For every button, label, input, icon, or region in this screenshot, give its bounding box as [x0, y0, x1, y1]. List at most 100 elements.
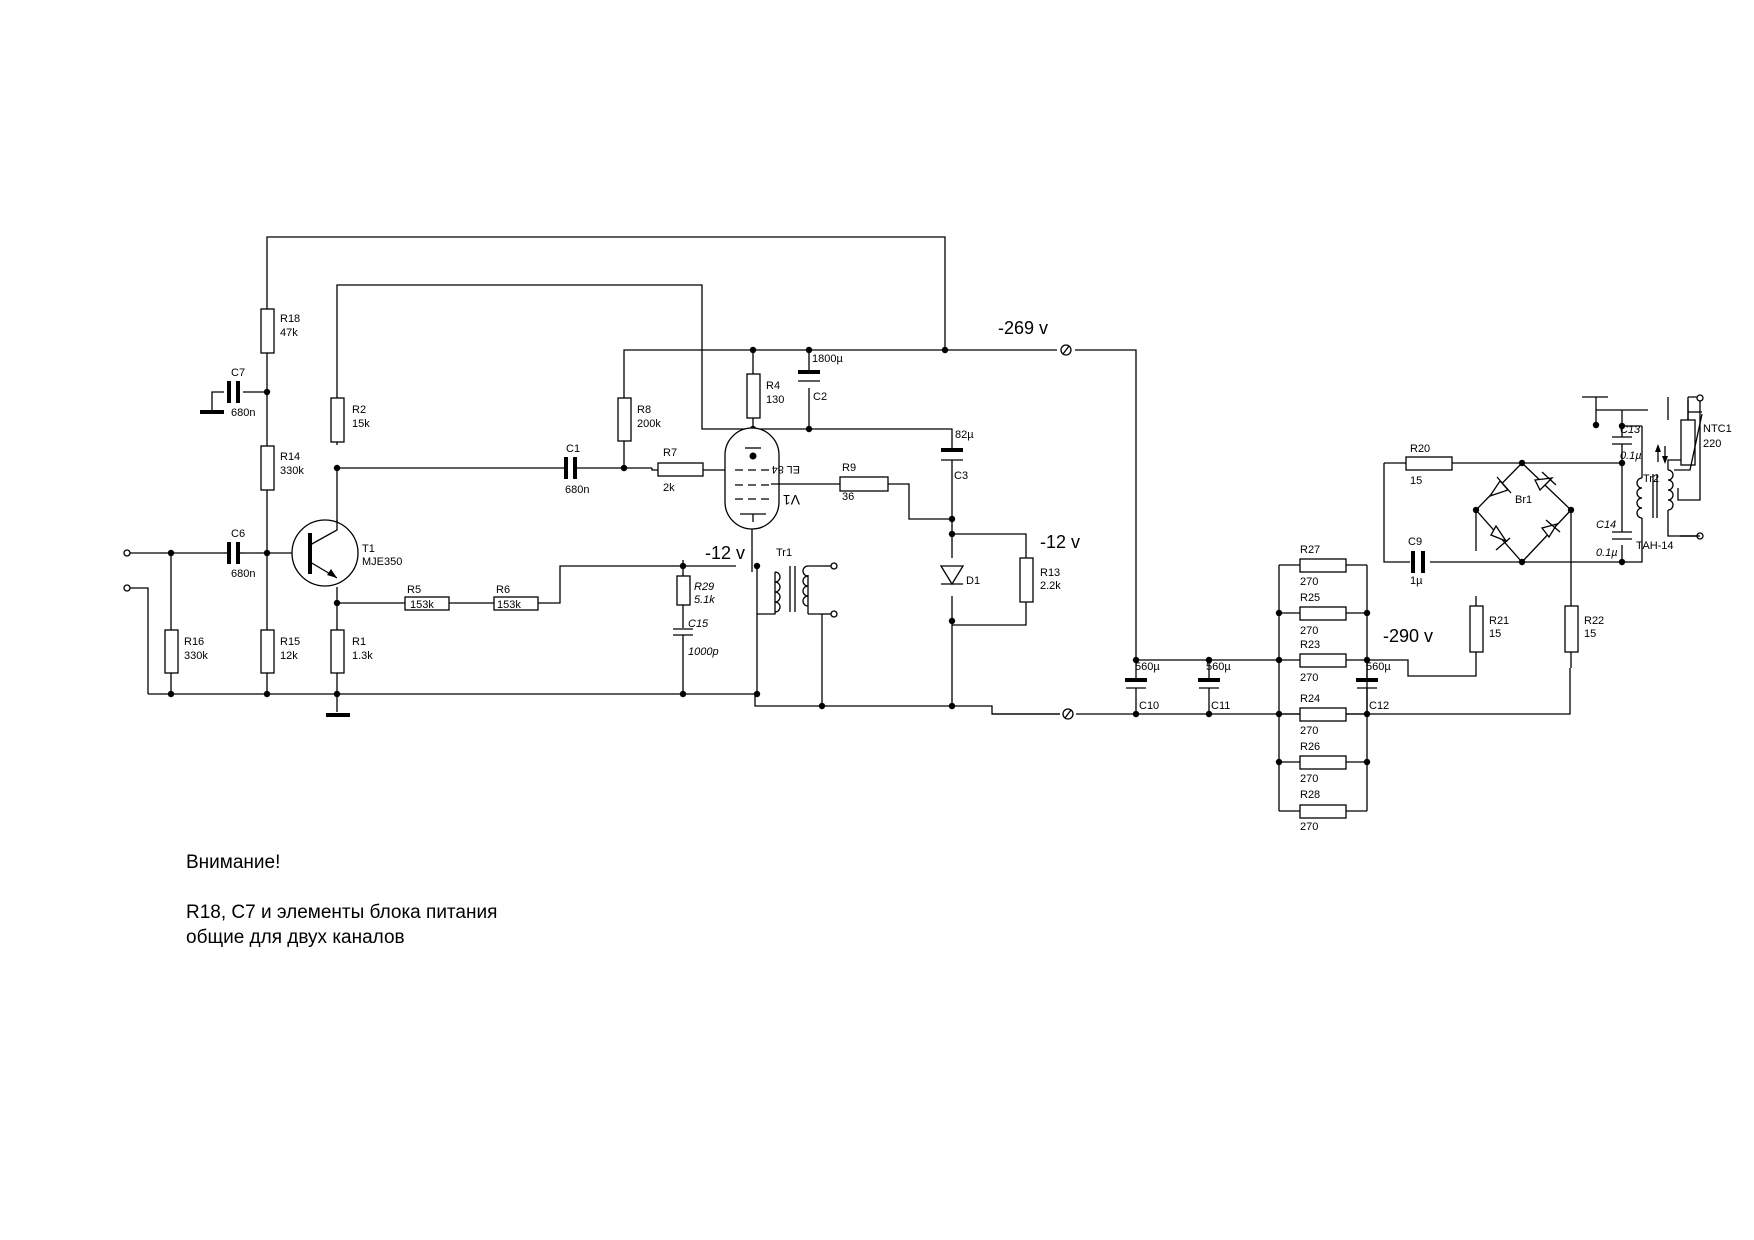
label-r21-ref: R21: [1489, 615, 1509, 627]
bridge-br1: [1475, 462, 1572, 563]
label-c12-ref: C12: [1369, 700, 1389, 712]
label-r16-ref: R16: [184, 636, 204, 648]
label-tr1-ref: Tr1: [776, 547, 792, 559]
label-r26-ref: R26: [1300, 741, 1320, 753]
label-r6-ref: R6: [496, 584, 510, 596]
label-c9-val: 1µ: [1410, 575, 1423, 587]
label-c6-ref: C6: [231, 528, 245, 540]
label-c14-ref: C14: [1596, 519, 1616, 531]
label-r24-ref: R24: [1300, 693, 1320, 705]
label-c6-val: 680n: [231, 568, 255, 580]
label-c14-val: 0.1µ: [1596, 547, 1618, 559]
voltage-label-269: -269 v: [998, 318, 1048, 338]
label-r1-val: 1.3k: [352, 650, 373, 662]
label-r2-ref: R2: [352, 404, 366, 416]
label-c12-val: 560µ: [1366, 661, 1391, 673]
label-r20-val: 15: [1410, 475, 1422, 487]
resistor-r21: [1469, 605, 1484, 653]
component-labels: R18 47k C7 680n R14 330k C6 680n R15 12k…: [184, 313, 1732, 833]
label-ntc1-val: 220: [1703, 438, 1721, 450]
resistor-r20: [1405, 456, 1453, 471]
capacitor-c6: [227, 542, 240, 564]
label-c1-ref: C1: [566, 443, 580, 455]
resistor-r18: [260, 308, 275, 354]
label-r20-ref: R20: [1410, 443, 1430, 455]
note-line-2: общие для двух каналов: [186, 927, 405, 948]
capacitor-c14: [1612, 531, 1632, 540]
label-r15-val: 12k: [280, 650, 298, 662]
label-r9-val: 36: [842, 491, 854, 503]
label-r16-val: 330k: [184, 650, 208, 662]
capacitors: [224, 365, 1632, 694]
label-r7-ref: R7: [663, 447, 677, 459]
label-c1-val: 680n: [565, 484, 589, 496]
capacitor-c1: [564, 457, 577, 479]
diode-d1: [939, 565, 965, 586]
label-c11-val: 560µ: [1206, 661, 1231, 673]
resistor-r22: [1564, 605, 1579, 653]
resistor-r7: [657, 462, 704, 477]
label-c3-ref: C3: [954, 470, 968, 482]
label-tr2-ref: Tr2: [1643, 473, 1659, 485]
resistor-r4: [746, 373, 761, 419]
transformer-tr2: [1636, 459, 1700, 537]
resistor-r2: [330, 397, 345, 443]
label-c9-ref: C9: [1408, 536, 1422, 548]
voltage-label-12-tube: -12 v: [705, 543, 745, 563]
voltage-label-290: -290 v: [1383, 626, 1433, 646]
ground-symbols: [200, 396, 1608, 717]
resistor-r9: [839, 476, 889, 492]
label-r22-ref: R22: [1584, 615, 1604, 627]
resistors: [164, 308, 1579, 819]
label-tr2-val: ТАН-14: [1636, 540, 1674, 552]
label-r28-val: 270: [1300, 821, 1318, 833]
label-t1-ref: T1: [362, 543, 375, 555]
label-r23-val: 270: [1300, 672, 1318, 684]
resistor-r26: [1299, 755, 1347, 770]
label-c10-val: 560µ: [1135, 661, 1160, 673]
voltage-labels: -269 v -12 v -12 v -290 v: [705, 318, 1433, 646]
label-c15-ref: C15: [688, 618, 709, 630]
transistor-t1: [291, 519, 359, 587]
label-r27-val: 270: [1300, 576, 1318, 588]
label-c15-val: 1000p: [688, 646, 719, 658]
resistor-r6: [493, 596, 539, 611]
label-r22-val: 15: [1584, 628, 1596, 640]
label-c3-val: 82µ: [955, 429, 974, 441]
resistor-r8: [617, 397, 632, 442]
voltage-label-12-cathode: -12 v: [1040, 532, 1080, 552]
resistor-r14: [260, 445, 275, 491]
label-ntc1-ref: NTC1: [1703, 423, 1732, 435]
label-r23-ref: R23: [1300, 639, 1320, 651]
label-r29-val: 5.1k: [694, 594, 715, 606]
label-v1-type: EL 84: [772, 463, 800, 475]
label-r29-ref: R29: [694, 581, 714, 593]
resistor-r5: [404, 596, 450, 611]
resistor-r28: [1299, 804, 1347, 819]
label-r14-val: 330k: [280, 465, 304, 477]
wires: [130, 236, 1702, 812]
resistor-r13: [1019, 557, 1034, 603]
label-r8-val: 200k: [637, 418, 661, 430]
label-r13-val: 2.2k: [1040, 580, 1061, 592]
resistor-r29: [676, 575, 691, 606]
capacitor-c15: [673, 628, 693, 636]
label-c2-val: 1800µ: [812, 353, 843, 365]
resistor-r25: [1299, 606, 1347, 621]
label-c11-ref: C11: [1211, 700, 1230, 712]
label-r8-ref: R8: [637, 404, 651, 416]
label-r28-ref: R28: [1300, 789, 1320, 801]
label-r5-val: 153k: [410, 599, 434, 611]
label-r24-val: 270: [1300, 725, 1318, 737]
label-r27-ref: R27: [1300, 544, 1320, 556]
capacitor-c7: [227, 381, 240, 403]
label-t1-val: MJE350: [362, 556, 402, 568]
note-title: Внимание!: [186, 852, 281, 873]
label-r7-val: 2k: [663, 482, 675, 494]
label-r21-val: 15: [1489, 628, 1501, 640]
label-r6-val: 153k: [497, 599, 521, 611]
resistor-r16: [164, 629, 179, 674]
label-br1-ref: Br1: [1515, 494, 1532, 506]
